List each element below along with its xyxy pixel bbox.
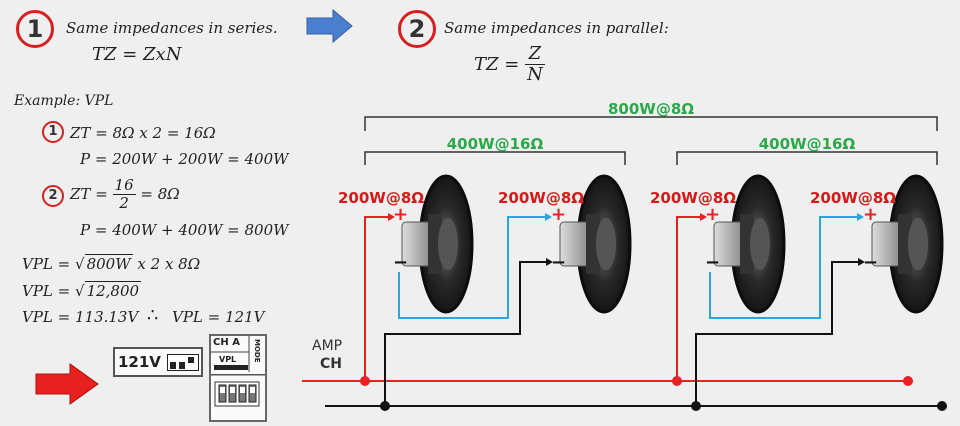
blue-arrow-icon	[306, 8, 353, 44]
series-formula: TZ = ZxN	[92, 44, 182, 65]
plus-sign-1: +	[393, 204, 408, 225]
example-step-2-numerator: 16	[112, 176, 136, 195]
example-step-2-denominator: 2	[119, 193, 129, 212]
parallel-formula-fraction: Z N	[525, 44, 545, 85]
speaker-4-label: 200W@8Ω	[810, 189, 896, 207]
pair-bracket-2	[676, 151, 938, 165]
example-step-1-badge: 1	[42, 121, 64, 143]
series-caption: Same impedances in series.	[66, 19, 278, 37]
dip-switch-icon[interactable]	[211, 336, 265, 420]
total-power-label: 800W@8Ω	[608, 100, 694, 118]
positive-wire	[302, 216, 908, 382]
vpl-line-2: VPL = √12,800	[22, 281, 142, 300]
example-step-1-impedance: ZT = 8Ω x 2 = 16Ω	[70, 124, 216, 142]
example-step-2-fraction: 16 2	[112, 176, 136, 212]
pair-1-power-label: 400W@16Ω	[447, 135, 544, 153]
negative-node-1	[380, 401, 390, 411]
speaker-2-label: 200W@8Ω	[498, 189, 584, 207]
speaker-3	[713, 174, 786, 314]
example-step-2-lhs: ZT =	[70, 185, 108, 203]
speaker-1-label: 200W@8Ω	[338, 189, 424, 207]
example-step-1-power: P = 200W + 200W = 400W	[80, 150, 289, 168]
negative-node-3	[937, 401, 947, 411]
speaker-4	[871, 174, 944, 314]
amp-label: AMP	[312, 338, 342, 354]
speaker-3-label: 200W@8Ω	[650, 189, 736, 207]
positive-node-3	[903, 376, 913, 386]
vpl-line-3: VPL = 113.13V	[22, 308, 139, 326]
channel-panel: CH A MODE VPL	[209, 334, 267, 422]
speaker-2	[559, 174, 632, 314]
minus-sign-4: −	[863, 252, 878, 273]
minus-sign-2: −	[551, 252, 566, 273]
negative-wire	[325, 261, 942, 407]
panel-vpl-label: VPL	[219, 355, 237, 364]
positive-node-2	[672, 376, 682, 386]
speaker-1	[401, 174, 474, 314]
vpl-line-1: VPL = √800W x 2 x 8Ω	[22, 254, 201, 273]
series-link-1	[398, 213, 552, 319]
amp-channel-label: CH	[320, 356, 342, 372]
vpl-line-1-radicand: 800W	[84, 254, 133, 273]
dip-indicator-icon	[167, 354, 199, 371]
positive-node-1	[360, 376, 370, 386]
step-1-badge: 1	[16, 10, 54, 48]
vpl-line-2-radicand: 12,800	[84, 281, 142, 300]
vpl-line-2-lhs: VPL = √	[22, 282, 85, 300]
red-arrow-icon	[35, 363, 99, 405]
pair-bracket-1	[364, 151, 626, 165]
total-bracket	[364, 116, 938, 131]
minus-sign-3: −	[705, 252, 720, 273]
example-step-2-power: P = 400W + 400W = 800W	[80, 221, 289, 239]
step-2-badge: 2	[398, 10, 436, 48]
example-step-2-result: = 8Ω	[140, 185, 180, 203]
vpl-display: 121V	[113, 347, 203, 377]
negative-node-2	[691, 401, 701, 411]
example-title: Example: VPL	[14, 93, 114, 109]
vpl-display-value: 121V	[118, 353, 161, 371]
vpl-line-1-rest: x 2 x 8Ω	[137, 255, 201, 273]
pair-2-power-label: 400W@16Ω	[759, 135, 856, 153]
panel-ch-label: CH A	[213, 337, 240, 348]
vpl-result: VPL = 121V	[172, 308, 265, 326]
parallel-formula: TZ = Z N	[474, 44, 545, 85]
plus-sign-4: +	[863, 204, 878, 225]
minus-sign-1: −	[393, 252, 408, 273]
example-step-2-impedance: ZT = 16 2 = 8Ω	[70, 177, 180, 211]
parallel-formula-lhs: TZ =	[474, 53, 520, 75]
parallel-caption: Same impedances in parallel:	[444, 19, 669, 37]
plus-sign-3: +	[705, 204, 720, 225]
plus-sign-2: +	[551, 204, 566, 225]
example-step-2-badge: 2	[42, 185, 64, 207]
therefore-symbol: ∴	[147, 305, 159, 326]
vpl-line-1-lhs: VPL = √	[22, 255, 85, 273]
series-link-2	[709, 213, 864, 319]
panel-mode-label: MODE	[253, 339, 261, 363]
parallel-formula-numerator: Z	[525, 44, 545, 65]
parallel-formula-denominator: N	[527, 63, 543, 85]
